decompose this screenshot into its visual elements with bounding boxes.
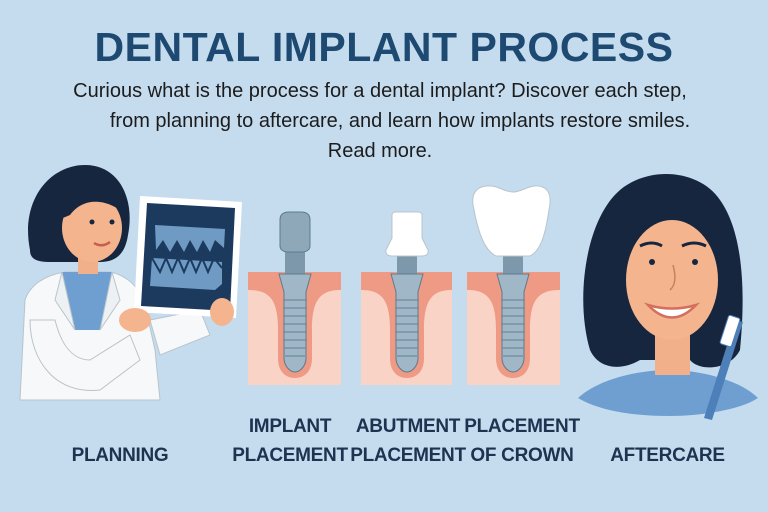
toothbrush-icon xyxy=(704,314,743,420)
read-more-link[interactable]: Read more. xyxy=(327,140,433,162)
step-label-implant-placement: IMPLANT PLACEMENT xyxy=(232,416,348,466)
patient-illustration xyxy=(578,173,758,420)
implant-panel-1 xyxy=(248,211,341,385)
intro-line-2: from planning to aftercare, and learn ho… xyxy=(109,110,691,132)
step-label-abutment-placement: ABUTMENT PLACEMENT xyxy=(350,416,466,466)
intro-text: Curious what is the process for a dental… xyxy=(30,76,730,166)
xray-film xyxy=(134,196,242,318)
implant-panel-2 xyxy=(361,211,452,385)
intro-line-1: Curious what is the process for a dental… xyxy=(73,80,687,102)
page-title: DENTAL IMPLANT PROCESS xyxy=(94,24,674,70)
implant-panel-3 xyxy=(467,185,560,385)
dentist-illustration xyxy=(19,165,242,401)
step-label-crown-placement: PLACEMENT OF CROWN xyxy=(464,416,580,466)
step-label-planning: PLANNING xyxy=(71,445,169,466)
step-label-aftercare: AFTERCARE xyxy=(610,445,725,466)
